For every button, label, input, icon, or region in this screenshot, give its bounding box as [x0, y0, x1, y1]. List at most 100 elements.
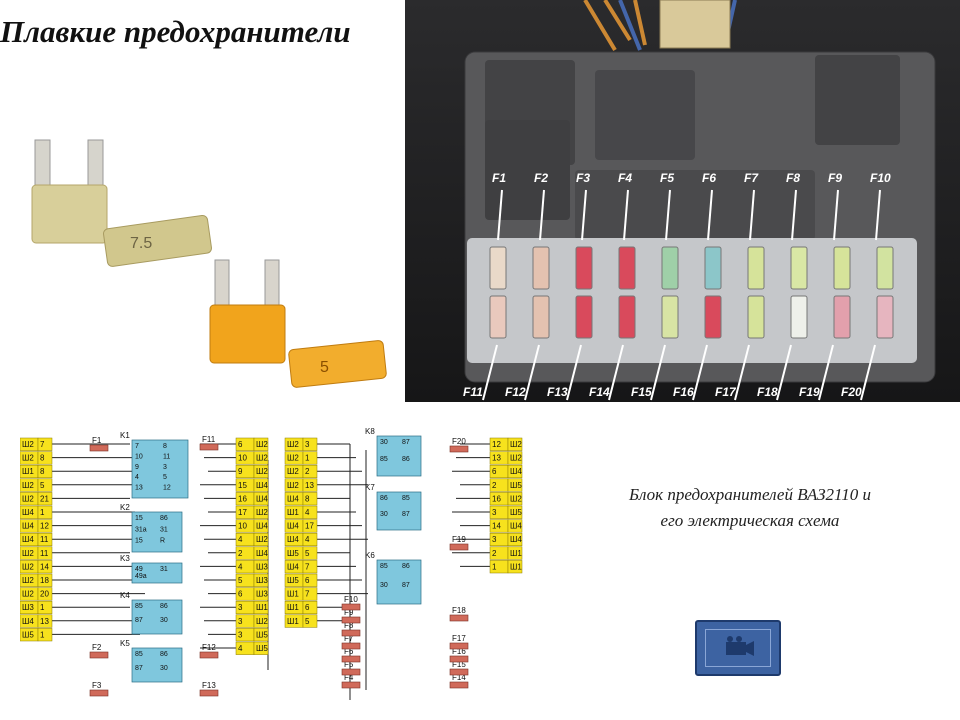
fuse-label: F19	[452, 535, 466, 544]
relay-pin: 86	[160, 515, 168, 522]
label-arrow	[833, 189, 839, 241]
fuse-label: F15	[452, 660, 466, 669]
connector-cell	[37, 451, 53, 465]
connector-cell	[507, 546, 523, 560]
connector-label: Ш4	[256, 549, 268, 558]
connector-cell	[37, 437, 53, 451]
connector-label: 6	[238, 590, 243, 599]
fuse-label: F2	[534, 171, 548, 185]
connector-label: Ш1	[510, 549, 522, 558]
fuse-label: F14	[452, 673, 466, 682]
connector-cell	[507, 451, 523, 465]
relay-pin: 87	[135, 617, 143, 624]
connector-cell	[253, 587, 269, 601]
connector-label: Ш5	[287, 549, 299, 558]
fuse-label: F18	[757, 385, 778, 399]
relay-label: K7	[365, 483, 375, 492]
connector-label: 6	[305, 576, 310, 585]
fuse-f12: F12	[199, 643, 219, 659]
movie-button[interactable]	[695, 620, 781, 676]
relay-pin: 87	[135, 665, 143, 672]
connector-cell	[507, 437, 523, 451]
connector-label: 1	[40, 508, 45, 517]
connector-label: Ш2	[256, 467, 268, 476]
connector-label: 1	[305, 454, 310, 463]
connector-label: 12	[492, 440, 501, 449]
connector-cell	[253, 532, 269, 547]
relay-pin: 86	[402, 456, 410, 463]
fuse-f5: F5	[341, 660, 361, 676]
connector-cell	[37, 573, 53, 587]
connector-label: 2	[238, 549, 243, 558]
connector-cell	[507, 560, 523, 574]
connector-label: Ш1	[287, 617, 299, 626]
connector-label: 16	[238, 494, 247, 503]
connector-label: Ш4	[510, 522, 522, 531]
connector-cell	[507, 505, 523, 519]
fuse-icon	[449, 668, 469, 676]
fuse-icon	[449, 543, 469, 551]
fuse-f15: F15	[449, 660, 469, 676]
connector-label: 7	[305, 562, 310, 571]
fuse-label: F6	[344, 647, 354, 656]
connector-label: 12	[40, 522, 49, 531]
label-arrow	[665, 189, 671, 241]
label-arrow	[581, 189, 587, 241]
connector-label: Ш5	[510, 508, 522, 517]
relay-label: K8	[365, 427, 375, 436]
connector-label: 8	[305, 494, 310, 503]
label-arrow	[692, 344, 708, 401]
connector-label: Ш2	[256, 454, 268, 463]
connector-cell	[253, 560, 269, 574]
connector-label: 7	[40, 440, 45, 449]
connector-cell	[302, 573, 318, 587]
connector-cell	[302, 519, 318, 533]
fuse-icon	[449, 642, 469, 650]
connector-cell	[37, 519, 53, 533]
connector-label: Ш2	[510, 440, 522, 449]
connector-cell	[253, 464, 269, 479]
relay-pin: 85	[380, 563, 388, 570]
movie-icon	[705, 629, 771, 667]
connector-label: Ш4	[287, 562, 299, 571]
relay-pin: 85	[402, 495, 410, 502]
label-arrow	[776, 344, 792, 401]
connector-label: Ш2	[287, 467, 299, 476]
connector-label: 3	[238, 617, 243, 626]
fuse-icon	[532, 246, 550, 290]
fuse-icon	[747, 246, 765, 290]
label-arrow	[539, 189, 545, 241]
connector-label: Ш2	[22, 549, 34, 558]
connector-label: Ш2	[256, 440, 268, 449]
fuse-label: F11	[463, 385, 483, 399]
relay-body	[376, 491, 422, 531]
fuse-label: F2	[92, 643, 102, 652]
connector-label: 6	[238, 440, 243, 449]
connector-label: 13	[492, 454, 501, 463]
relay-pin: 3	[163, 464, 167, 471]
connector-label: Ш2	[22, 562, 34, 571]
fuse-label: F4	[618, 171, 632, 185]
fuse-icon: 7.5	[31, 139, 212, 267]
connector-label: Ш5	[256, 630, 268, 639]
connector-label: Ш3	[256, 590, 268, 599]
label-arrow	[524, 344, 540, 401]
fuse-label: F17	[452, 634, 466, 643]
fuse-f10: F10	[341, 595, 361, 611]
fuse-samples-photo: 7.5 5	[31, 139, 387, 388]
relay-pin: 11	[163, 453, 170, 460]
fuse-f11: F11	[199, 435, 219, 451]
label-arrow	[734, 344, 750, 401]
connector-cell	[37, 464, 53, 479]
fuse-label: F8	[786, 171, 800, 185]
connector-label: Ш4	[287, 535, 299, 544]
fuse-icon	[618, 295, 636, 339]
fuse-icon	[876, 295, 894, 339]
fuse-label: F5	[344, 660, 354, 669]
connector-label: Ш2	[287, 481, 299, 490]
fuse-label: F15	[631, 385, 652, 399]
fuse-icon	[341, 668, 361, 676]
connector-label: 13	[305, 481, 314, 490]
relay-pin: 86	[160, 603, 168, 610]
connector-cell	[302, 464, 318, 479]
